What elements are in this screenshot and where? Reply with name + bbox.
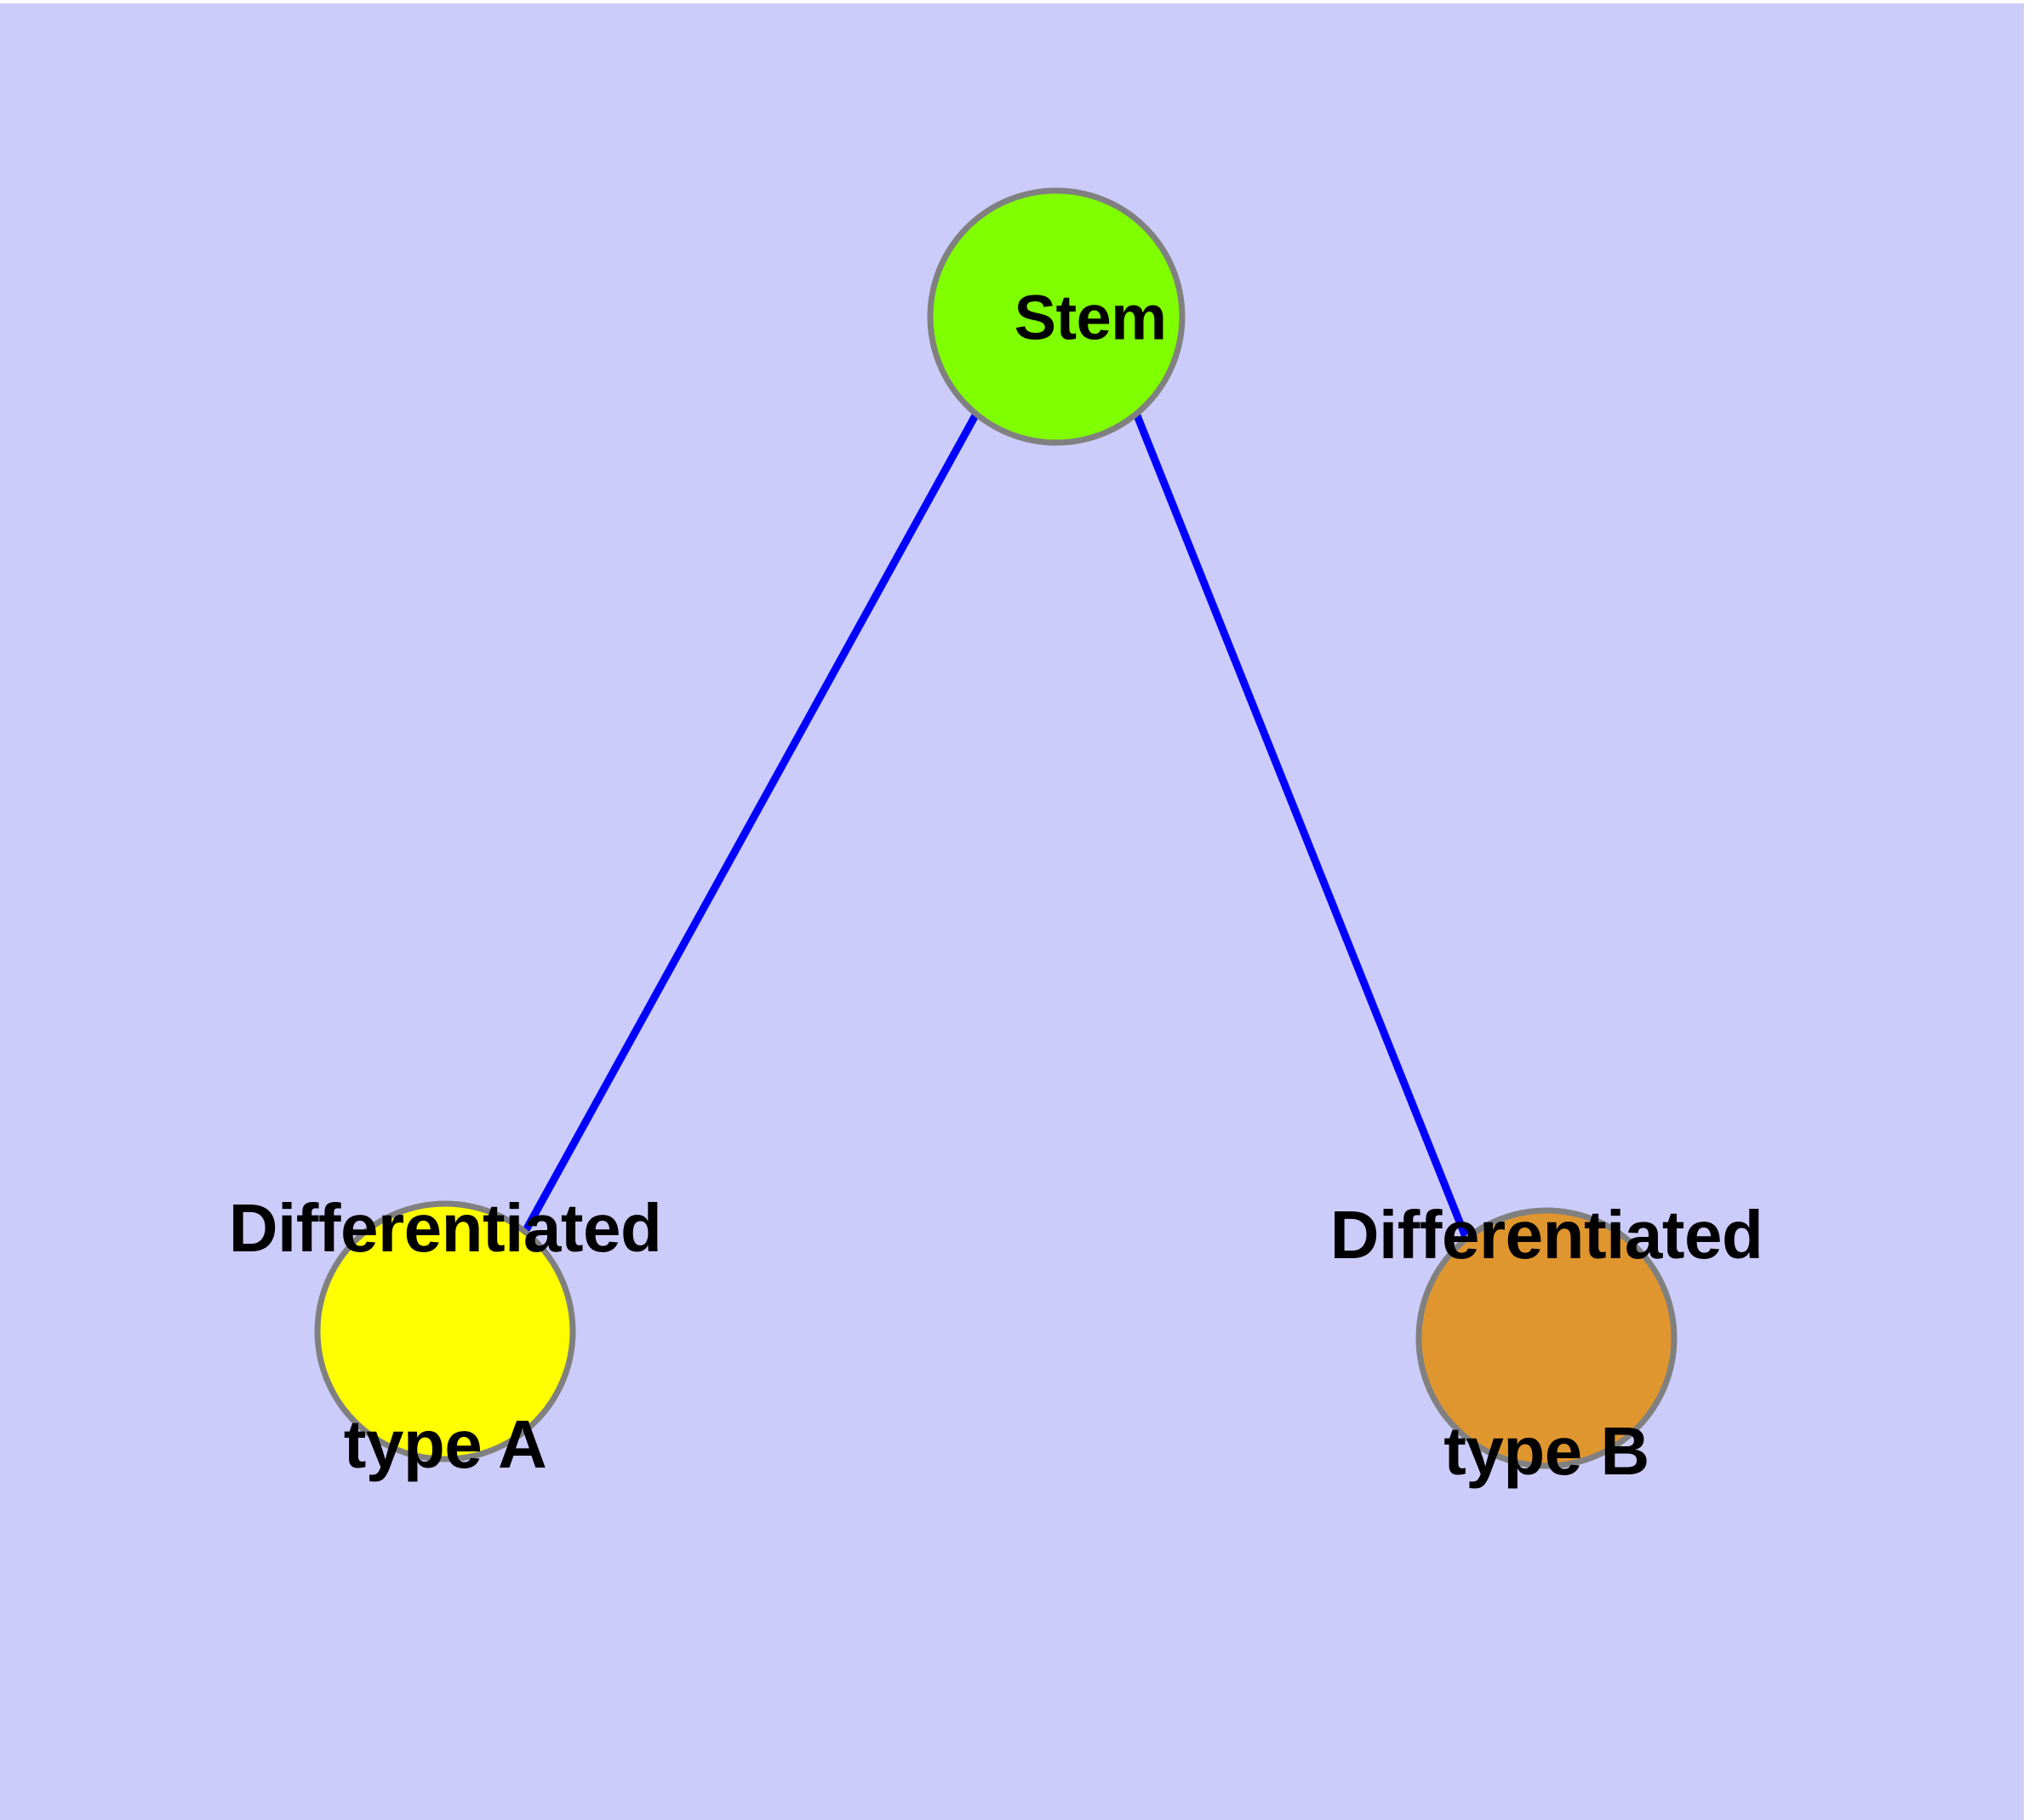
edge-stem-to-type-b[interactable] [1133, 414, 1470, 1239]
node-circle-stem[interactable] [927, 187, 1186, 446]
node-circle-differentiated-type-b[interactable] [1415, 1207, 1677, 1469]
node-layer [314, 187, 1677, 1469]
edge-layer [523, 413, 1470, 1239]
edge-stem-to-type-a[interactable] [523, 413, 979, 1233]
node-circle-differentiated-type-a[interactable] [314, 1200, 576, 1462]
